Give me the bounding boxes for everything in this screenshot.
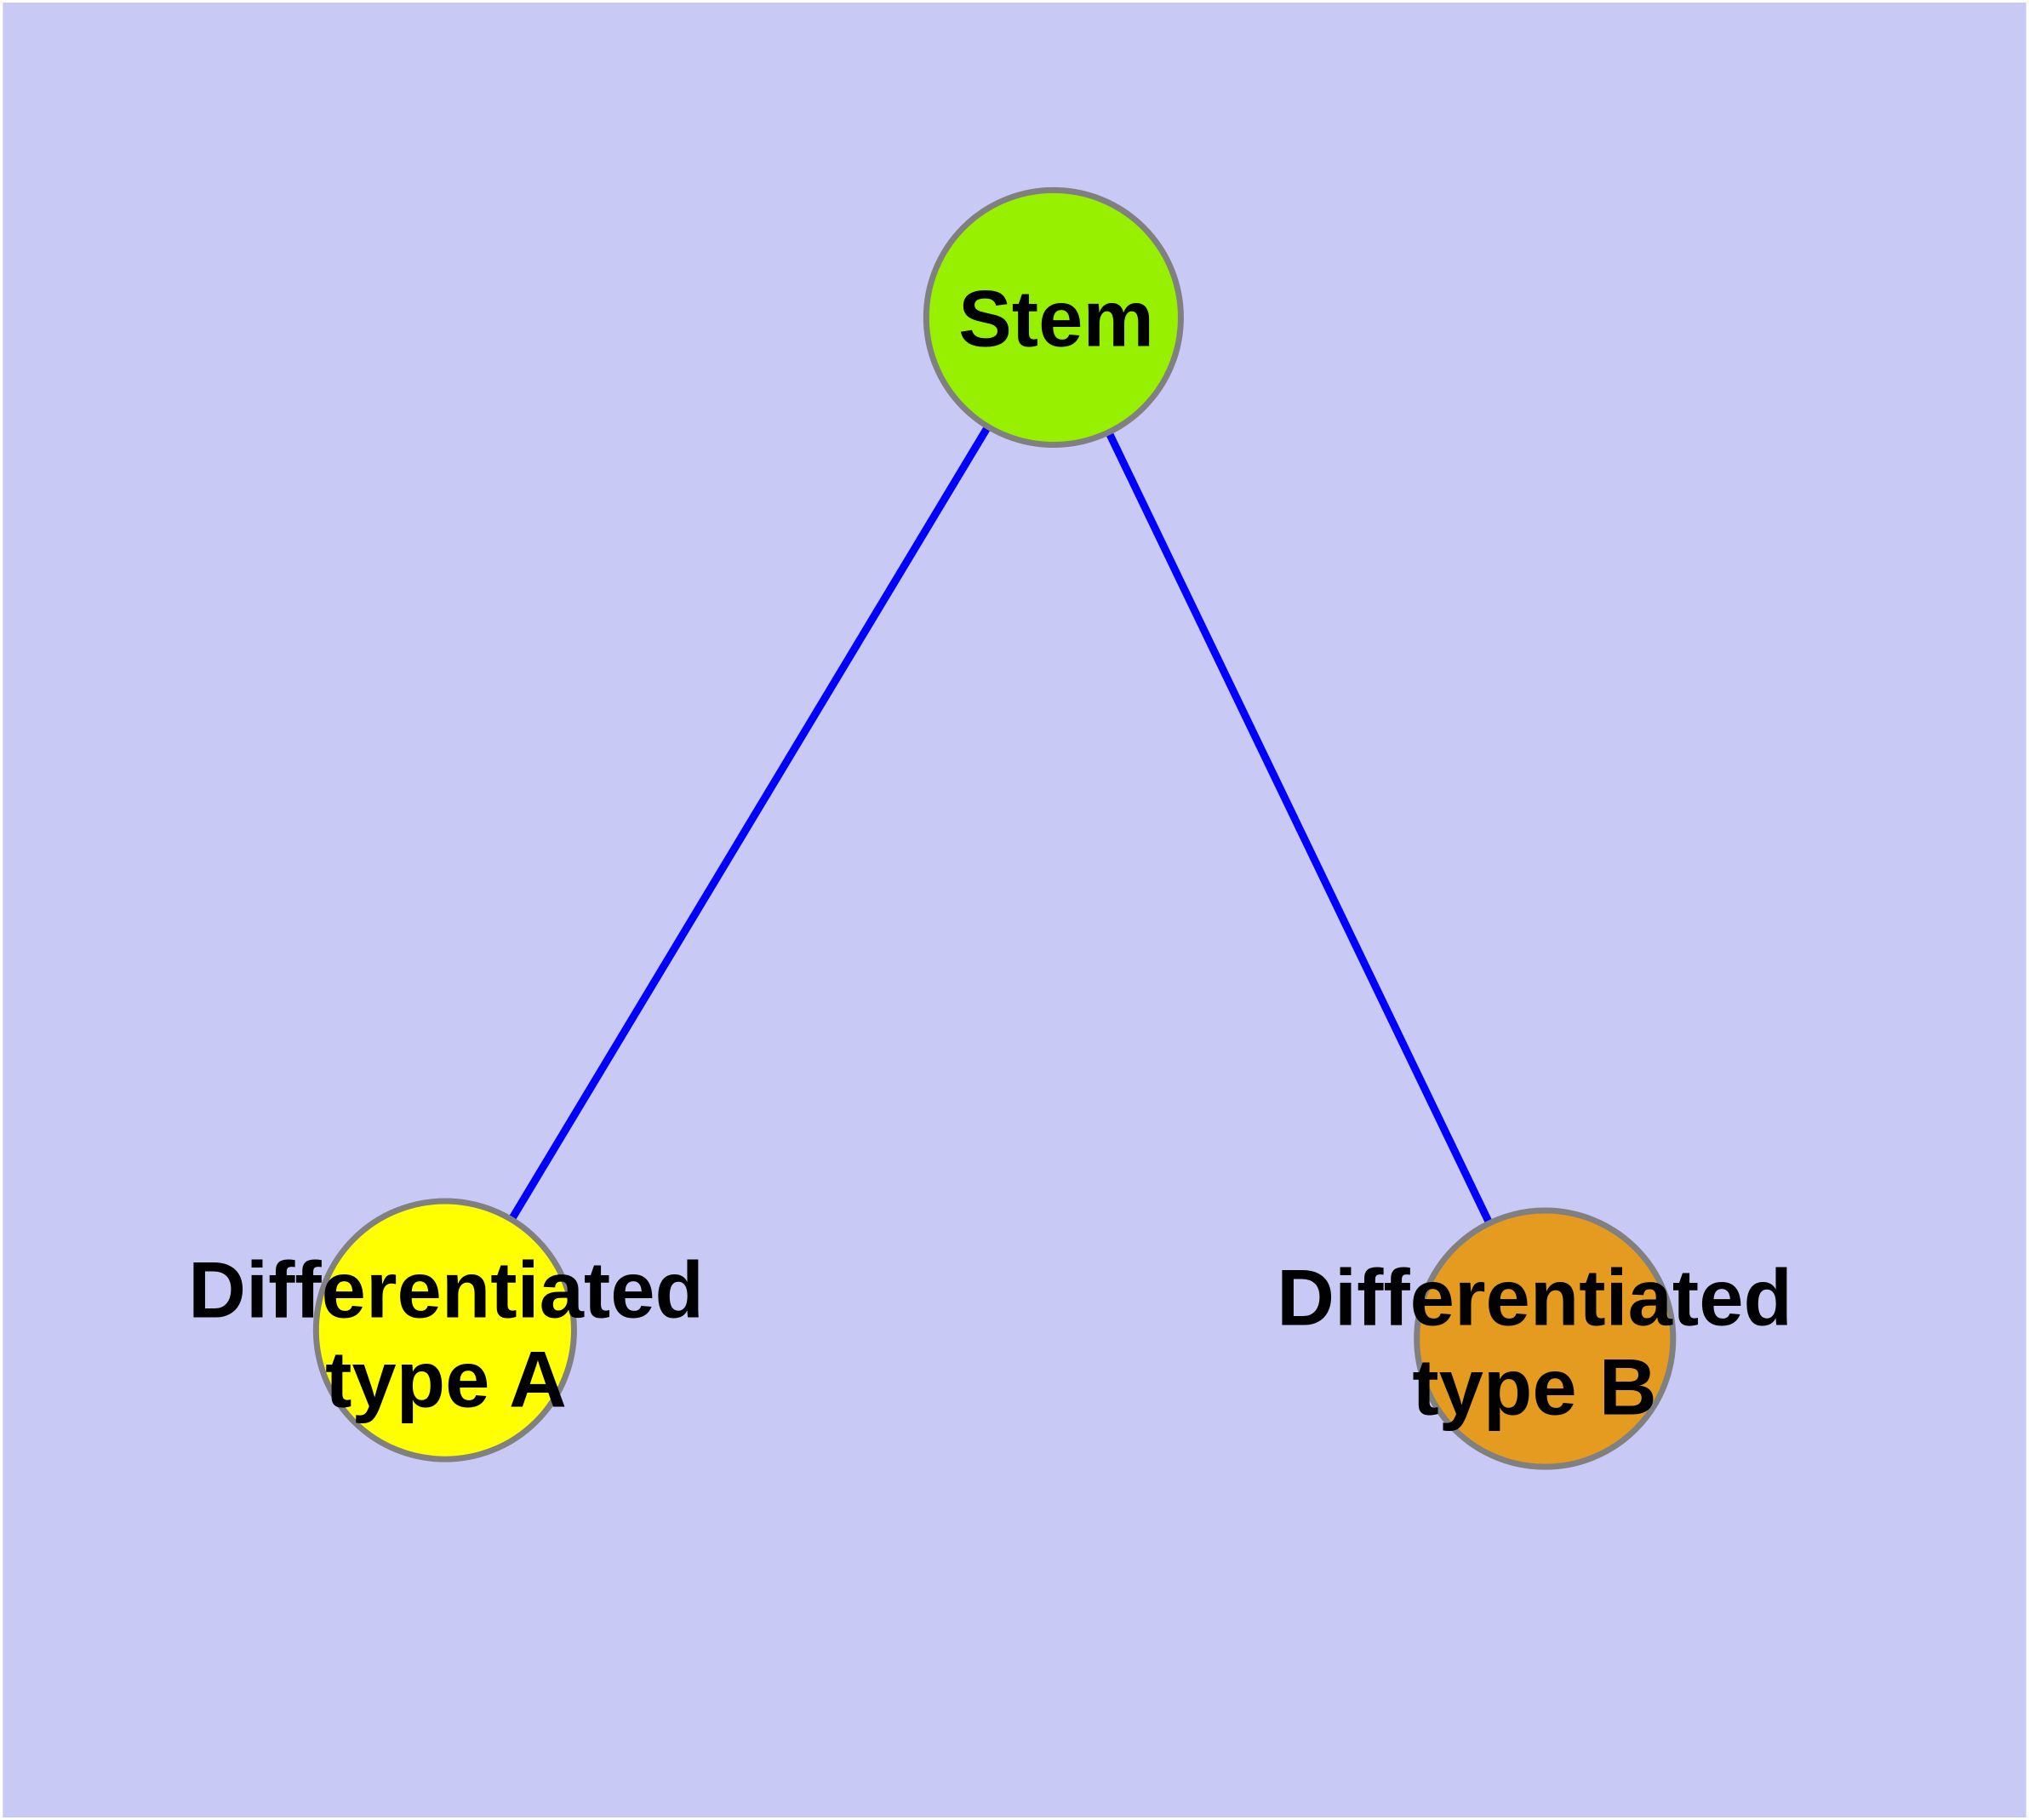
edge-stem-to-type-b — [1049, 316, 1549, 1341]
node-type-a-circle — [312, 1198, 577, 1462]
stem-cell-graph — [3, 3, 2026, 1817]
node-stem-circle — [923, 186, 1184, 449]
edge-stem-to-type-a — [442, 315, 1057, 1332]
node-type-b-circle — [1414, 1207, 1677, 1470]
